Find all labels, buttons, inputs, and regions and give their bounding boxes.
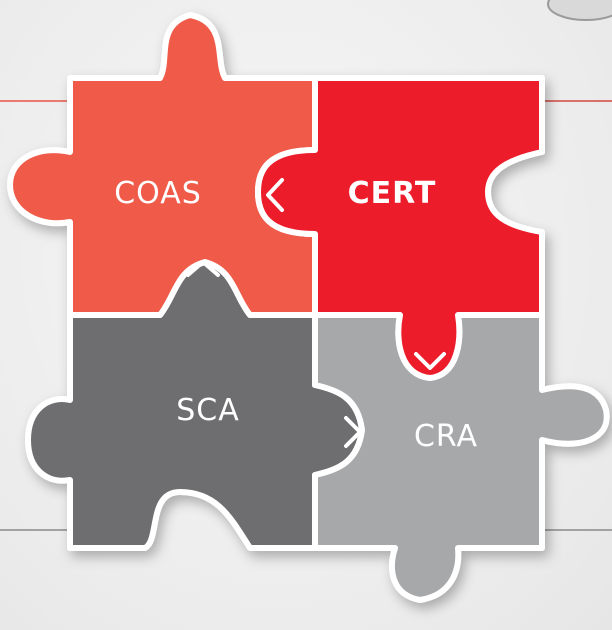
piece-label-coas: COAS xyxy=(114,176,202,211)
puzzle-group xyxy=(7,12,610,603)
piece-label-cra: CRA xyxy=(414,419,478,454)
piece-label-cert: CERT xyxy=(348,176,437,211)
chevron-down-icon xyxy=(414,352,446,370)
piece-label-sca: SCA xyxy=(176,393,240,428)
puzzle-piece-cert xyxy=(255,75,545,381)
puzzle-piece-cra xyxy=(312,312,610,603)
arrows xyxy=(186,178,446,448)
chevron-left-icon xyxy=(266,178,284,212)
corner-badge xyxy=(547,0,612,21)
chevron-up-icon xyxy=(186,260,220,277)
chevron-right-icon xyxy=(344,416,362,448)
